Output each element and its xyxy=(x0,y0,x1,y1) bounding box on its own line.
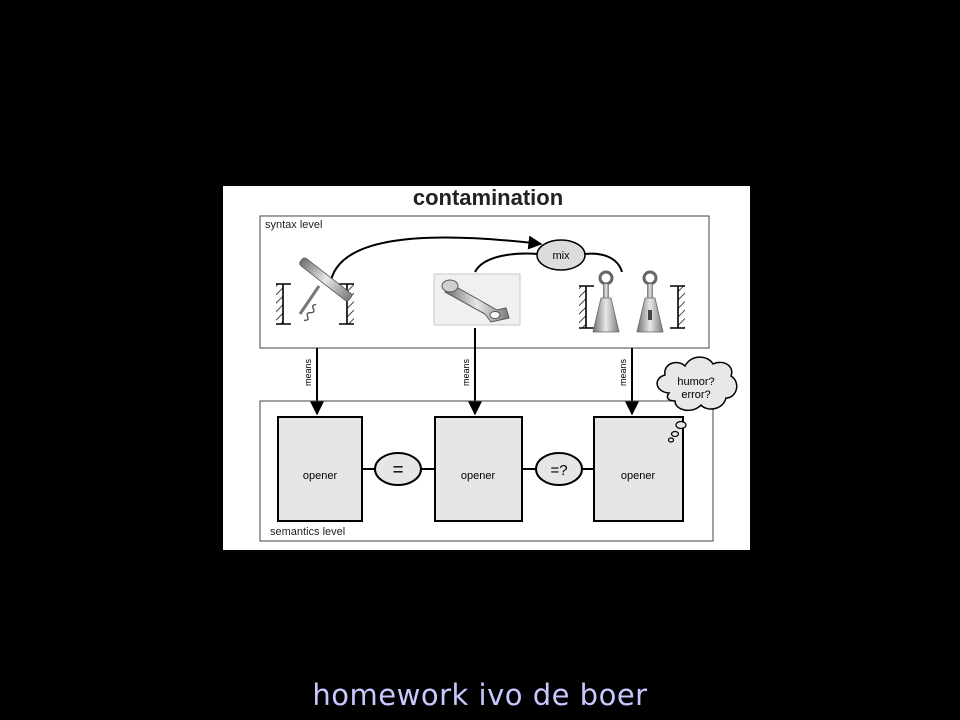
syntax-level-frame xyxy=(259,215,710,349)
slide-footer: homework ivo de boer xyxy=(312,678,648,712)
bracket-winged-corkscrew xyxy=(579,285,685,329)
equals-operator xyxy=(374,452,422,486)
opener-box-2-label: opener xyxy=(461,470,496,482)
arc-mix-to-winged xyxy=(584,252,623,273)
maybe-equals-operator xyxy=(535,452,583,486)
mix-ellipse xyxy=(536,239,586,271)
thought-bubble-icon xyxy=(656,356,738,443)
bottle-opener-image xyxy=(433,273,521,326)
maybe-equals-operator-label: =? xyxy=(550,462,567,479)
opener-box-1-label: opener xyxy=(303,470,338,482)
corkscrew-image xyxy=(298,257,353,322)
thought-bubble-line-1: humor? xyxy=(677,376,714,388)
means-label-2: means xyxy=(461,358,471,386)
arc-opener-to-mix xyxy=(474,252,539,273)
diagram-title: contamination xyxy=(413,186,563,210)
arc-corkscrew-to-mix xyxy=(329,235,543,287)
opener-box-1 xyxy=(277,416,363,522)
equals-operator-label: = xyxy=(392,460,403,481)
semantics-level-label: semantics level xyxy=(270,526,345,538)
opener-box-2 xyxy=(434,416,523,522)
bracket-corkscrew xyxy=(276,283,354,325)
opener-box-3-label: opener xyxy=(621,470,656,482)
means-label-1: means xyxy=(303,358,313,386)
winged-corkscrew-image-2 xyxy=(636,270,664,333)
thought-bubble-line-2: error? xyxy=(681,389,710,401)
contamination-diagram: contamination syntax level mix xyxy=(223,186,750,550)
means-label-3: means xyxy=(618,358,628,386)
diagram-canvas: contamination syntax level mix xyxy=(259,186,738,542)
semantics-level-frame xyxy=(259,400,714,542)
syntax-level-label: syntax level xyxy=(265,219,322,231)
opener-box-3 xyxy=(593,416,684,522)
winged-corkscrew-image-1 xyxy=(592,270,620,333)
mix-label: mix xyxy=(552,250,570,262)
